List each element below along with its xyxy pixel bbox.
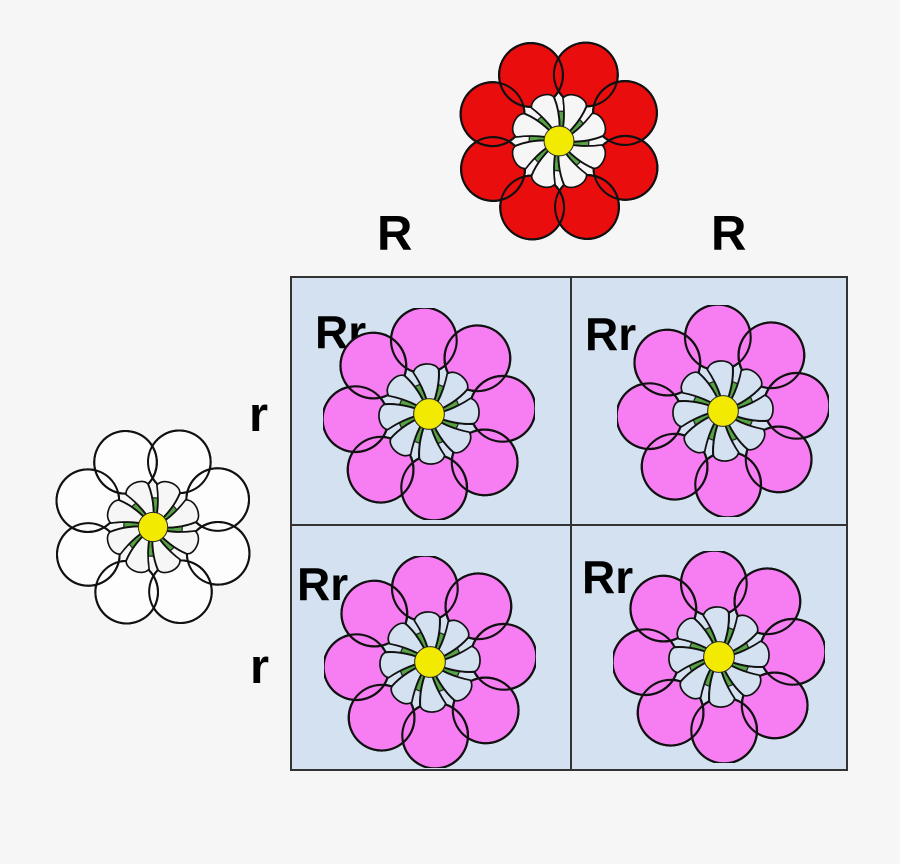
top-allele-label-1: R [377,207,413,261]
pink-offspring-flower-cell-1-icon [323,308,535,520]
genotype-label-cell-2: Rr [585,308,637,360]
flower-graphic [613,551,825,763]
flower-graphic [324,556,536,768]
pink-offspring-flower-cell-2-icon [617,305,829,517]
genotype-label-cell-4: Rr [582,551,634,603]
flower-graphic [459,41,659,241]
pink-offspring-flower-cell-3-icon [324,556,536,768]
flower-graphic [617,305,829,517]
pink-offspring-flower-cell-4-icon [613,551,825,763]
white-parent-flower-icon [52,426,254,628]
red-parent-flower-icon [456,38,662,244]
grid-divider-vertical [570,278,572,769]
flower-graphic [55,429,251,625]
side-allele-label-2: r [250,640,270,694]
grid-divider-horizontal [292,524,846,526]
flower-graphic [323,308,535,520]
top-allele-label-2: R [711,207,747,261]
side-allele-label-1: r [249,388,269,442]
genotype-label-cell-3: Rr [297,558,349,610]
